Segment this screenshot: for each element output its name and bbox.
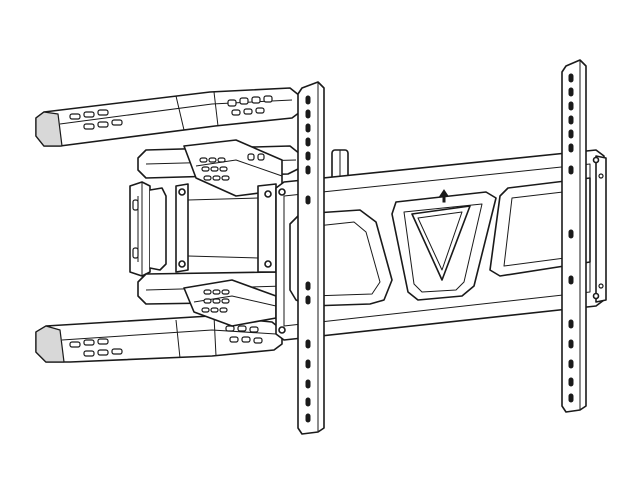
bottom-housing-slots [69, 325, 263, 357]
wall-plate [35, 87, 301, 363]
top-housing-slots [69, 95, 273, 130]
tv-rail-left-holes [305, 95, 311, 423]
tv-bracket-frame [275, 149, 607, 341]
tv-rail-left [297, 81, 325, 435]
lower-arm-slots [201, 289, 230, 313]
tv-rail-right-holes [568, 73, 574, 403]
tv-rail-right [561, 59, 587, 413]
lower-arm [137, 271, 289, 327]
upper-arm-slots [199, 153, 265, 181]
inner-linkage [175, 183, 277, 273]
upper-arm [137, 139, 301, 197]
bolt-heads [278, 156, 600, 334]
